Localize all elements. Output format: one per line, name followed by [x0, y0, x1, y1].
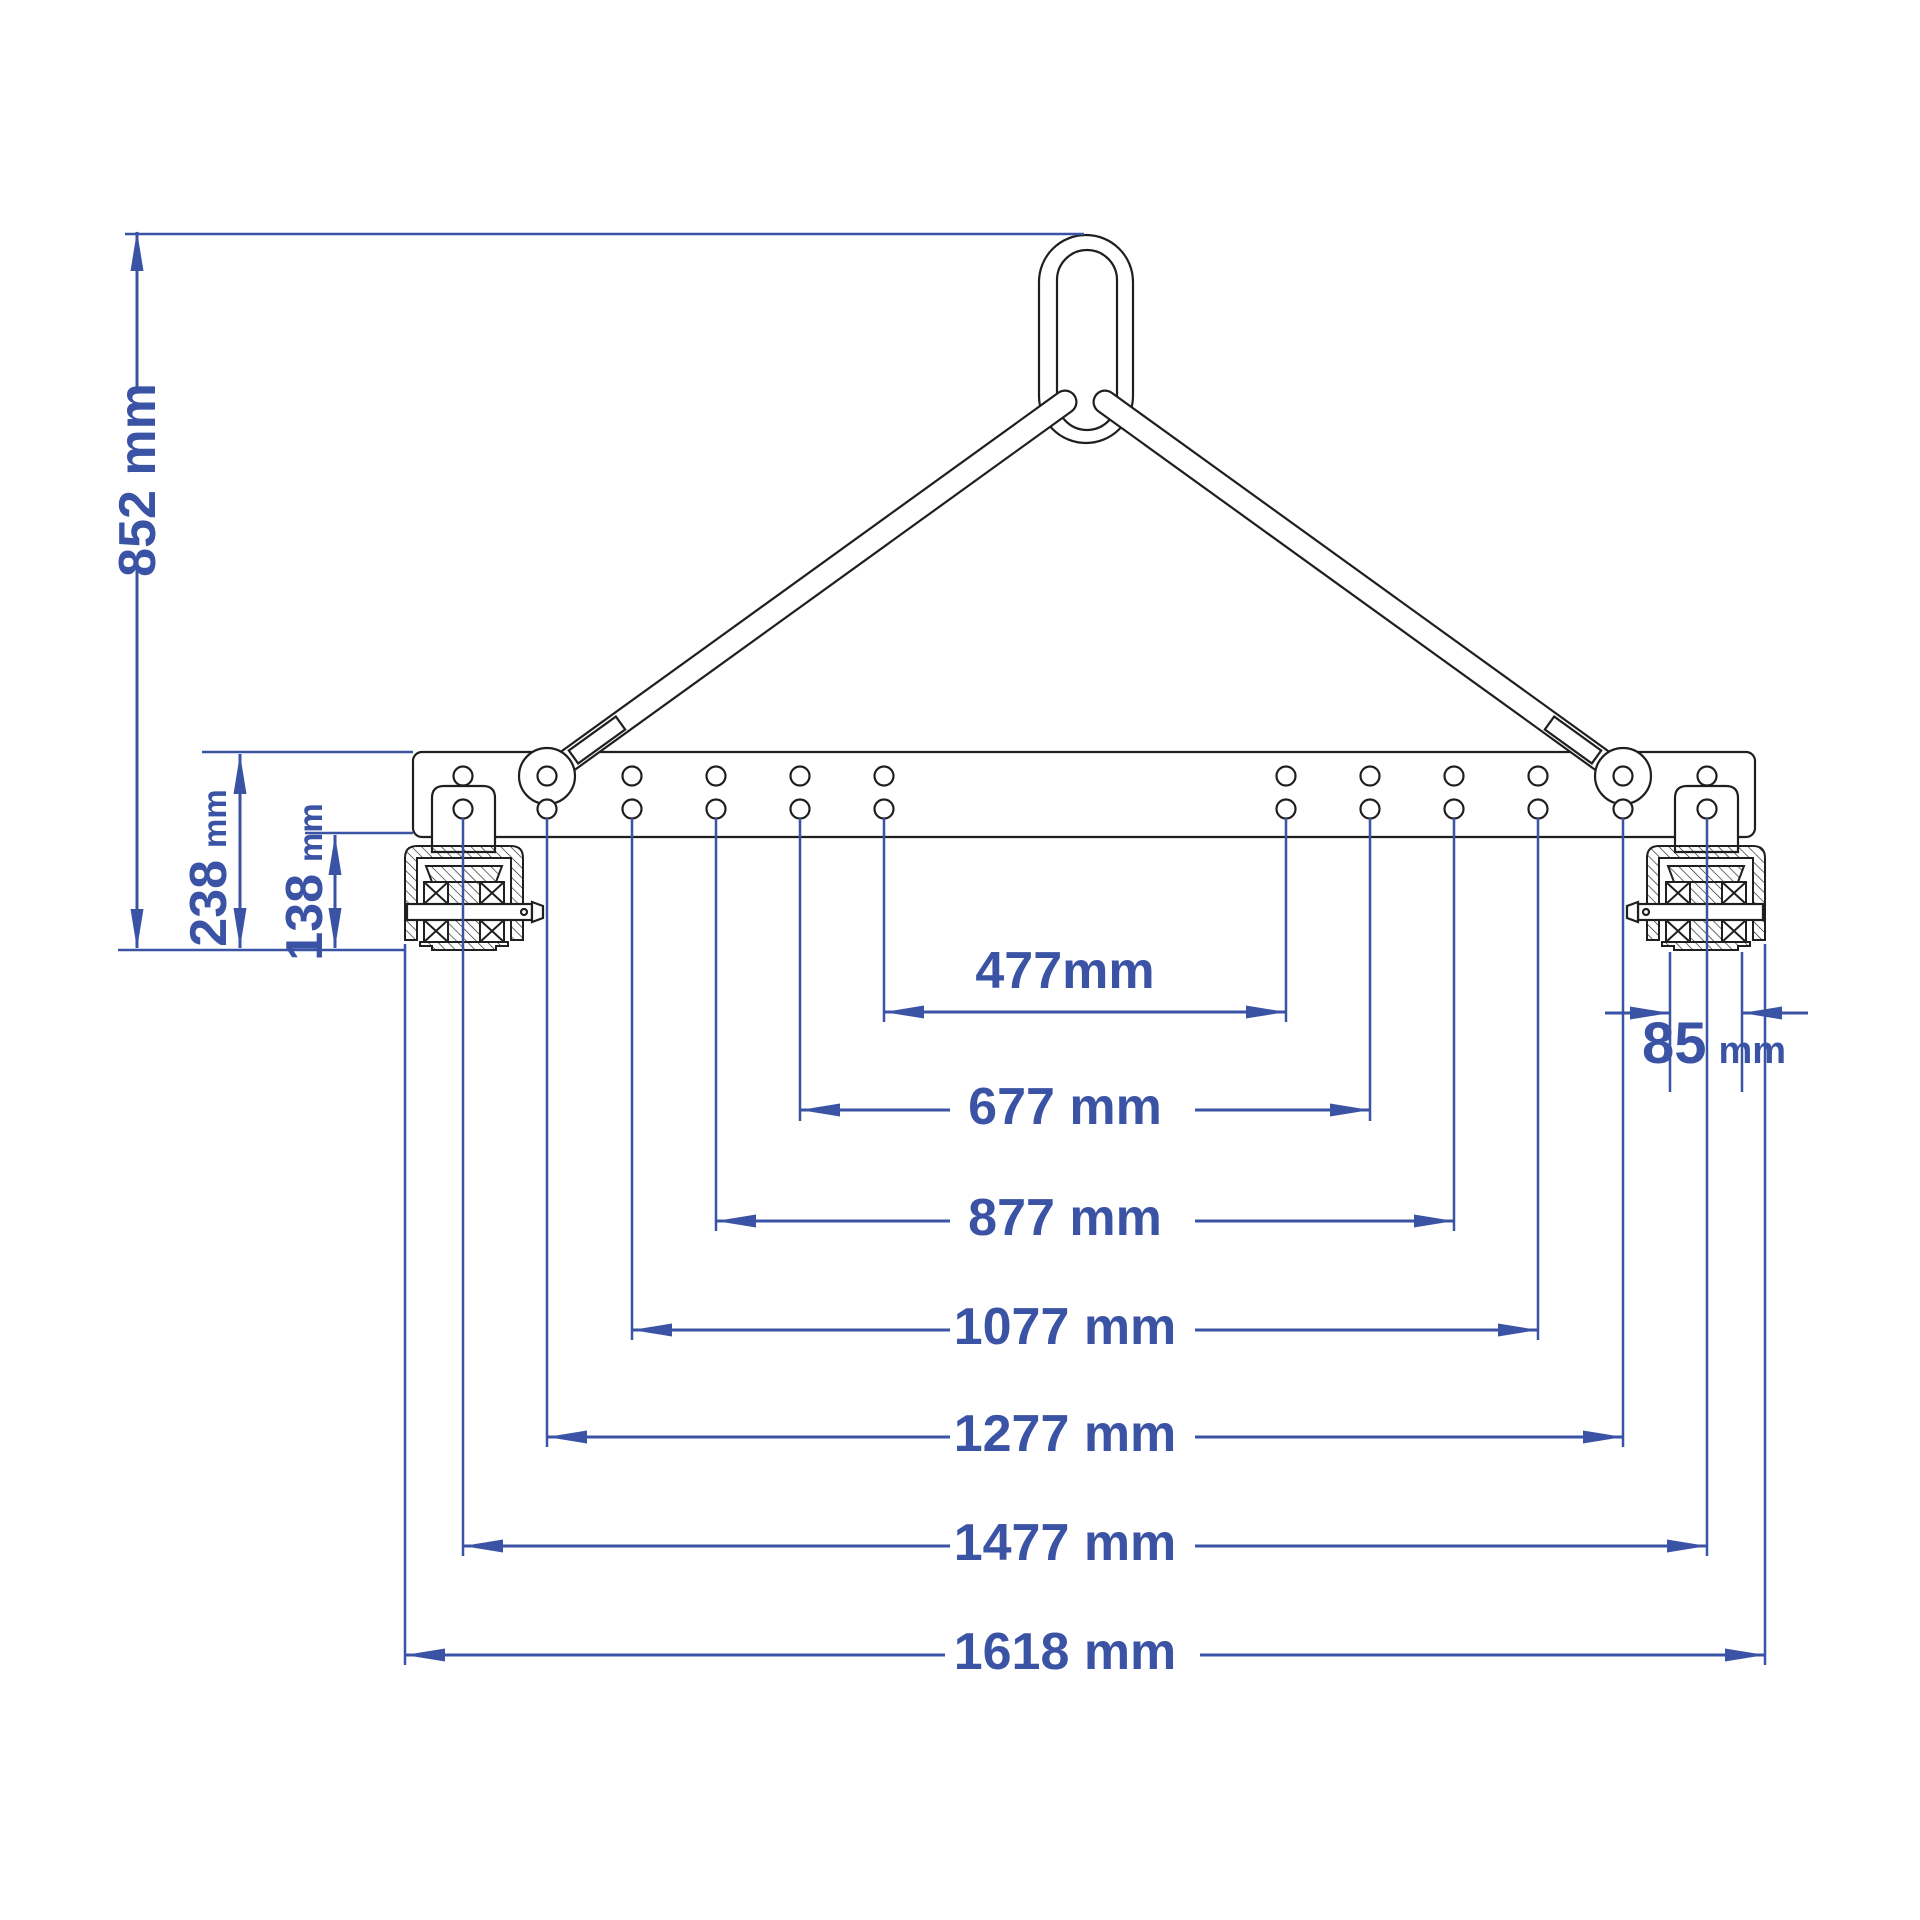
dim-label-677: 677 mm [968, 1078, 1162, 1136]
right-roller-pin-tip [1625, 900, 1640, 924]
left-roller [404, 845, 545, 951]
dim-label-477: 477mm [975, 942, 1154, 1000]
left-strut [517, 389, 1078, 806]
left-strut-slot [567, 715, 627, 765]
spreader-beam [411, 750, 1757, 839]
dim-label-1618: 1618 mm [954, 1623, 1177, 1681]
dimension-1618: 1618 mm [405, 1623, 1765, 1681]
right-strut-slot [1543, 715, 1603, 765]
dimension-238: 238mm [180, 754, 247, 948]
dimension-138: 138mm [276, 803, 342, 961]
left-roller-pin-hole [519, 907, 529, 917]
dim-label-138: 138mm [276, 803, 334, 960]
dimension-1077: 1077 mm [632, 1298, 1538, 1356]
dim-label-1277: 1277 mm [954, 1405, 1177, 1463]
right-roller-pin-hole [1641, 907, 1651, 917]
dim-label-1477: 1477 mm [954, 1514, 1177, 1572]
dimension-1277: 1277 mm [547, 1405, 1623, 1463]
left-roller-shell [404, 845, 524, 941]
extension-lines [118, 232, 1767, 1665]
left-roller-pin-tip [530, 900, 545, 924]
beam-holes-bottom-row [452, 798, 1718, 820]
right-roller-axle [1636, 902, 1765, 922]
dim-label-238: 238mm [180, 789, 238, 946]
left-roller-bearings [423, 881, 505, 943]
dim-label-852: 852 mm [109, 383, 167, 577]
dimension-877: 877 mm [716, 1189, 1454, 1247]
dimension-1477: 1477 mm [463, 1514, 1707, 1572]
dimension-852: 852 mm [109, 231, 167, 949]
right-roller [1625, 845, 1766, 951]
right-roller-shell [1646, 845, 1766, 941]
right-strut [1092, 389, 1653, 806]
left-roller-axle [405, 902, 534, 922]
beam-holes-top-row [452, 765, 1718, 787]
dimension-677: 677 mm [800, 1078, 1370, 1136]
dim-label-1077: 1077 mm [954, 1298, 1177, 1356]
dimension-477: 477mm [884, 942, 1286, 1019]
dim-label-877: 877 mm [968, 1189, 1162, 1247]
